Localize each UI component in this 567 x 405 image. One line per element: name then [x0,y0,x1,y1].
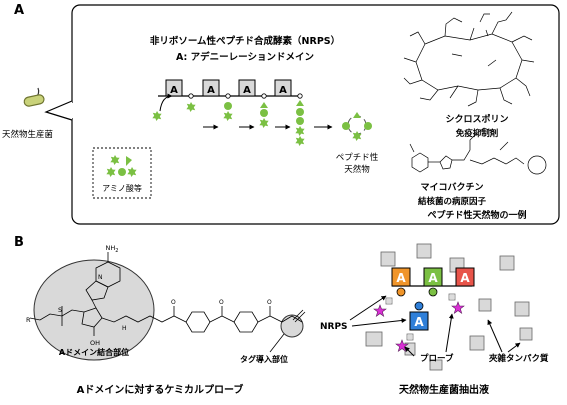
panel-b-letter: B [14,235,24,250]
product-label-1: ペプチド性 [336,152,379,163]
mycobactin-role: 結核菌の病原因子 [418,196,487,207]
label-h: H [122,325,127,332]
tag-site-leader [269,333,285,353]
label-oh: OH [90,339,100,347]
protein-arrow-2 [487,319,503,353]
tag-site-label: タグ導入部位 [240,354,288,364]
cyclic-peptide-icon [342,112,372,141]
protein-arrow-1 [507,342,521,353]
panel-a-letter: A [14,3,24,18]
svg-text:A: A [170,85,178,96]
a-domain-4: A [274,79,292,97]
label-nh2: NH2 [106,244,119,254]
loading-arrow [159,93,173,112]
amino-acid-label: アミノ酸等 [102,183,142,193]
probe-caption: Aドメインに対するケミカルプローブ [77,383,244,396]
extract-caption: 天然物生産菌抽出液 [399,383,489,396]
label-n: N [98,274,103,281]
cyclosporin-name: シクロスポリン [445,113,508,125]
a-domain-1: A [165,79,183,97]
svg-text:A: A [460,271,470,285]
tag-site-region [280,314,304,338]
a-domain-site-label: Aドメイン結合部位 [59,347,129,357]
svg-text:A: A [207,85,215,96]
probe-label: プローブ [420,353,454,364]
svg-text:A: A [428,271,438,285]
callout-pointer-mask [71,103,74,118]
probe-arrow-2 [445,313,454,353]
producer-label: 天然物生産菌 [2,129,53,140]
chemical-probe-structure [29,252,306,336]
probe-star-icon-2 [451,301,465,314]
probe-arrow-1 [404,346,415,357]
label-r: R [26,316,31,324]
cyclosporin-structure [403,11,535,107]
nrps-domains: A A A A [391,267,475,331]
protein-label: 夾雑タンパク質 [489,353,549,364]
label-o-1: O [171,299,176,306]
amino-acid-legend: アミノ酸等 [92,147,152,199]
a-domain-2: A [202,79,220,97]
nrps-assembly-line: A A A A [158,79,305,146]
nrps-title: 非リボソーム性ペプチド合成酵素（NRPS） [150,35,340,47]
a-domain-binding-region [33,259,155,361]
product-label-2: 天然物 [344,164,370,175]
a-domain-3: A [238,79,256,97]
nrps-label: NRPS [320,322,348,332]
label-s: S [58,306,62,314]
svg-text:A: A [414,315,424,329]
label-o-3: O [267,299,272,306]
nrps-arrow-2 [351,318,407,327]
svg-text:A: A [243,85,251,96]
example-caption: ペプチド性天然物の一例 [427,209,526,221]
mycobactin-name: マイコバクチン [420,182,483,193]
bacterium-icon [23,87,45,107]
label-o-2: O [219,299,224,306]
contaminating-proteins [365,243,533,371]
probe-star-icon-1 [373,304,387,317]
svg-text:A: A [279,85,287,96]
a-domain-title: A: アデニーレーションドメイン [176,51,314,63]
nrps-arrow-1 [349,295,387,321]
svg-text:A: A [396,271,406,285]
mycobactin-structure [409,127,547,175]
callout-pointer [44,100,73,121]
